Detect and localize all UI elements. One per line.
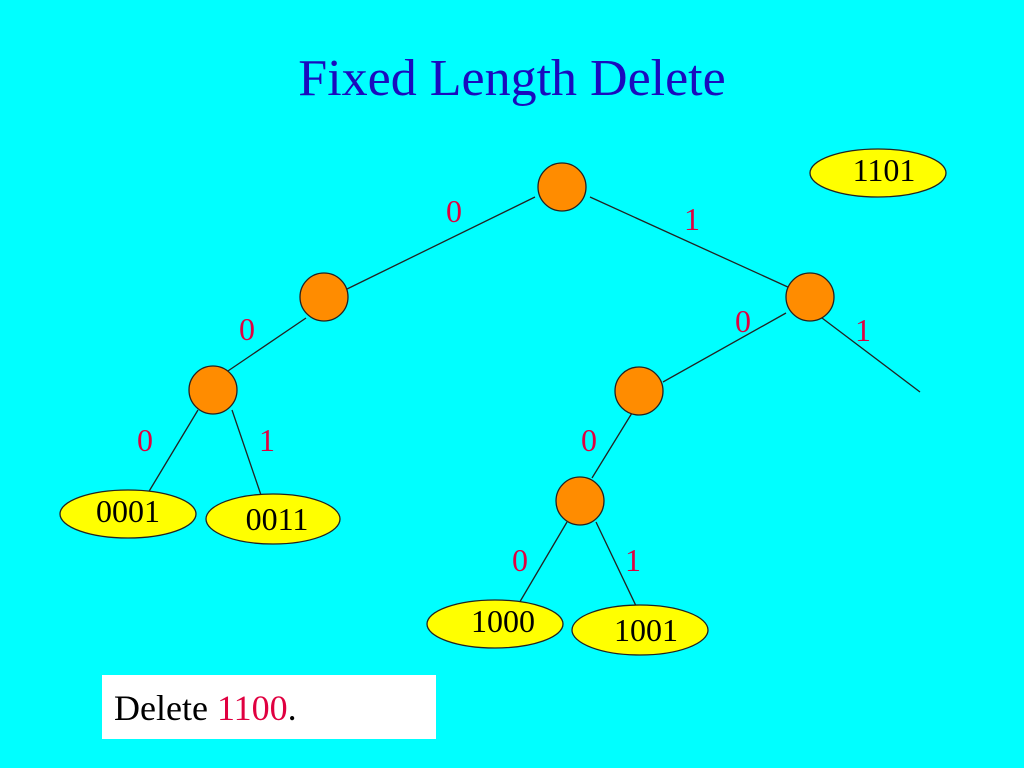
edge-label-ll-right: 1 <box>259 422 275 458</box>
edge-label-rll-left: 0 <box>512 542 528 578</box>
edge-r-right <box>821 317 921 393</box>
internal-node-r <box>785 272 835 322</box>
leaf-node-0011 <box>205 493 341 545</box>
leaf-label-1001: 1001 <box>614 612 678 648</box>
edge-label-l-left: 0 <box>239 311 255 347</box>
leaf-label-0001: 0001 <box>96 493 160 529</box>
delete-instruction-suffix: . <box>287 688 297 728</box>
edge-label-r-right: 1 <box>855 312 871 348</box>
leaf-label-1101: 1101 <box>853 152 916 188</box>
edge-root-right <box>589 196 791 289</box>
edge-ll-left <box>147 409 199 494</box>
edge-ll-right <box>231 409 263 499</box>
edge-label-r-left: 0 <box>735 303 751 339</box>
edge-l-left <box>221 317 307 376</box>
leaf-node-0001 <box>59 489 197 539</box>
edge-label-rll-right: 1 <box>625 542 641 578</box>
leaf-node-1001 <box>571 604 709 656</box>
leaf-node-1101 <box>809 148 947 198</box>
internal-node-ll <box>188 365 238 415</box>
internal-node-rll <box>555 476 605 526</box>
delete-instruction-box: Delete 1100. <box>102 675 436 739</box>
edge-rll-left <box>517 521 568 606</box>
edge-root-left <box>344 196 536 291</box>
edge-label-root-left: 0 <box>446 193 462 229</box>
delete-instruction-prefix: Delete <box>114 688 217 728</box>
internal-node-root <box>537 162 587 212</box>
leaf-label-0011: 0011 <box>246 501 309 537</box>
delete-key-value: 1100 <box>216 688 288 728</box>
edge-rl-left <box>591 412 633 479</box>
edge-label-root-right: 1 <box>684 201 700 237</box>
edge-label-ll-left: 0 <box>137 422 153 458</box>
internal-node-l <box>299 272 349 322</box>
leaf-node-1000 <box>426 599 564 649</box>
internal-node-rl <box>614 366 664 416</box>
page-title: Fixed Length Delete <box>298 50 726 107</box>
edge-r-left <box>662 312 787 383</box>
edge-label-rl-left: 0 <box>581 422 597 458</box>
leaf-label-1000: 1000 <box>471 603 535 639</box>
edge-rll-right <box>595 521 639 611</box>
